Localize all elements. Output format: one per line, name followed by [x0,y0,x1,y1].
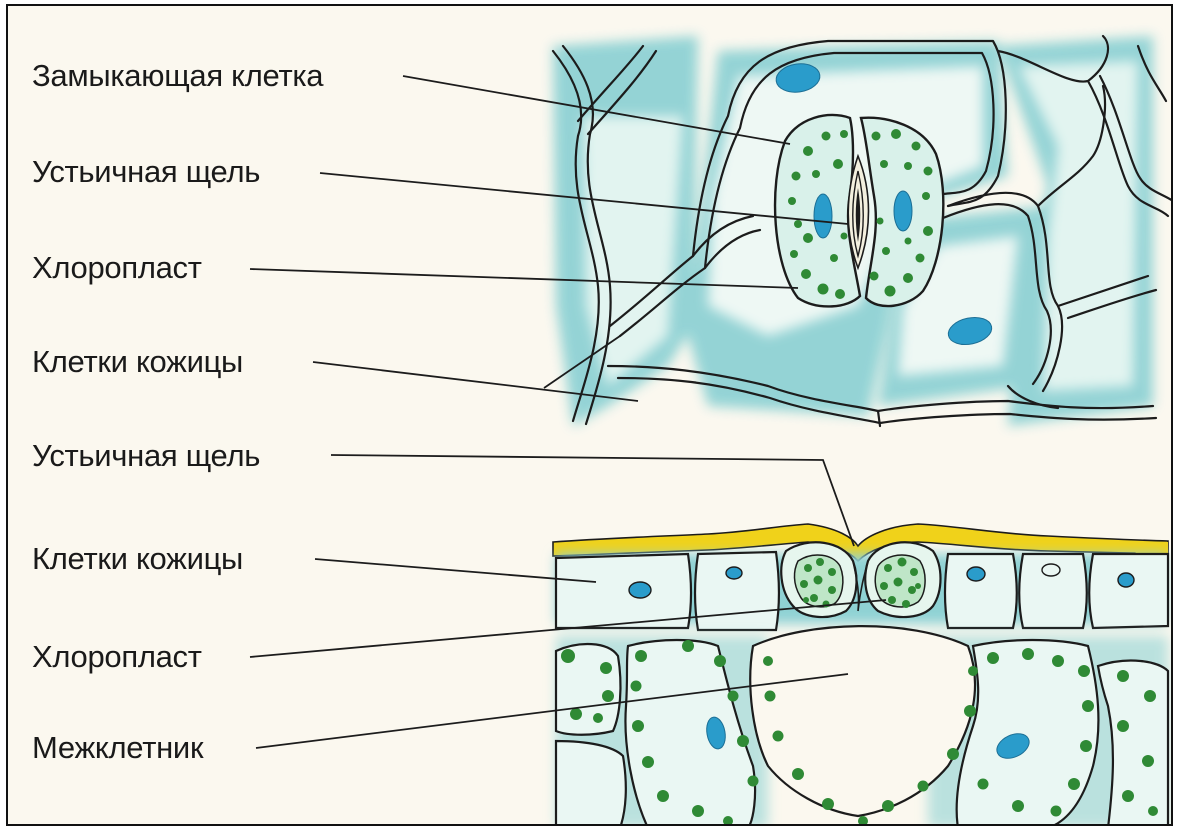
surface-view [553,36,1173,426]
label-guard-cell: Замыкающая клетка [32,60,323,91]
cross-section [553,524,1168,826]
label-intercellular-space: Межклетник [32,732,203,763]
label-epidermis-bottom: Клетки кожицы [32,543,243,574]
label-stomatal-pore-bottom: Устьичная щель [32,440,260,471]
diagram-frame: Замыкающая клетка Устьичная щель Хлоропл… [6,4,1173,826]
label-chloroplast-top: Хлоропласт [32,252,202,283]
label-chloroplast-bottom: Хлоропласт [32,641,202,672]
label-stomatal-pore-top: Устьичная щель [32,156,260,187]
label-epidermis-top: Клетки кожицы [32,346,243,377]
stoma-illustration [8,6,1173,826]
